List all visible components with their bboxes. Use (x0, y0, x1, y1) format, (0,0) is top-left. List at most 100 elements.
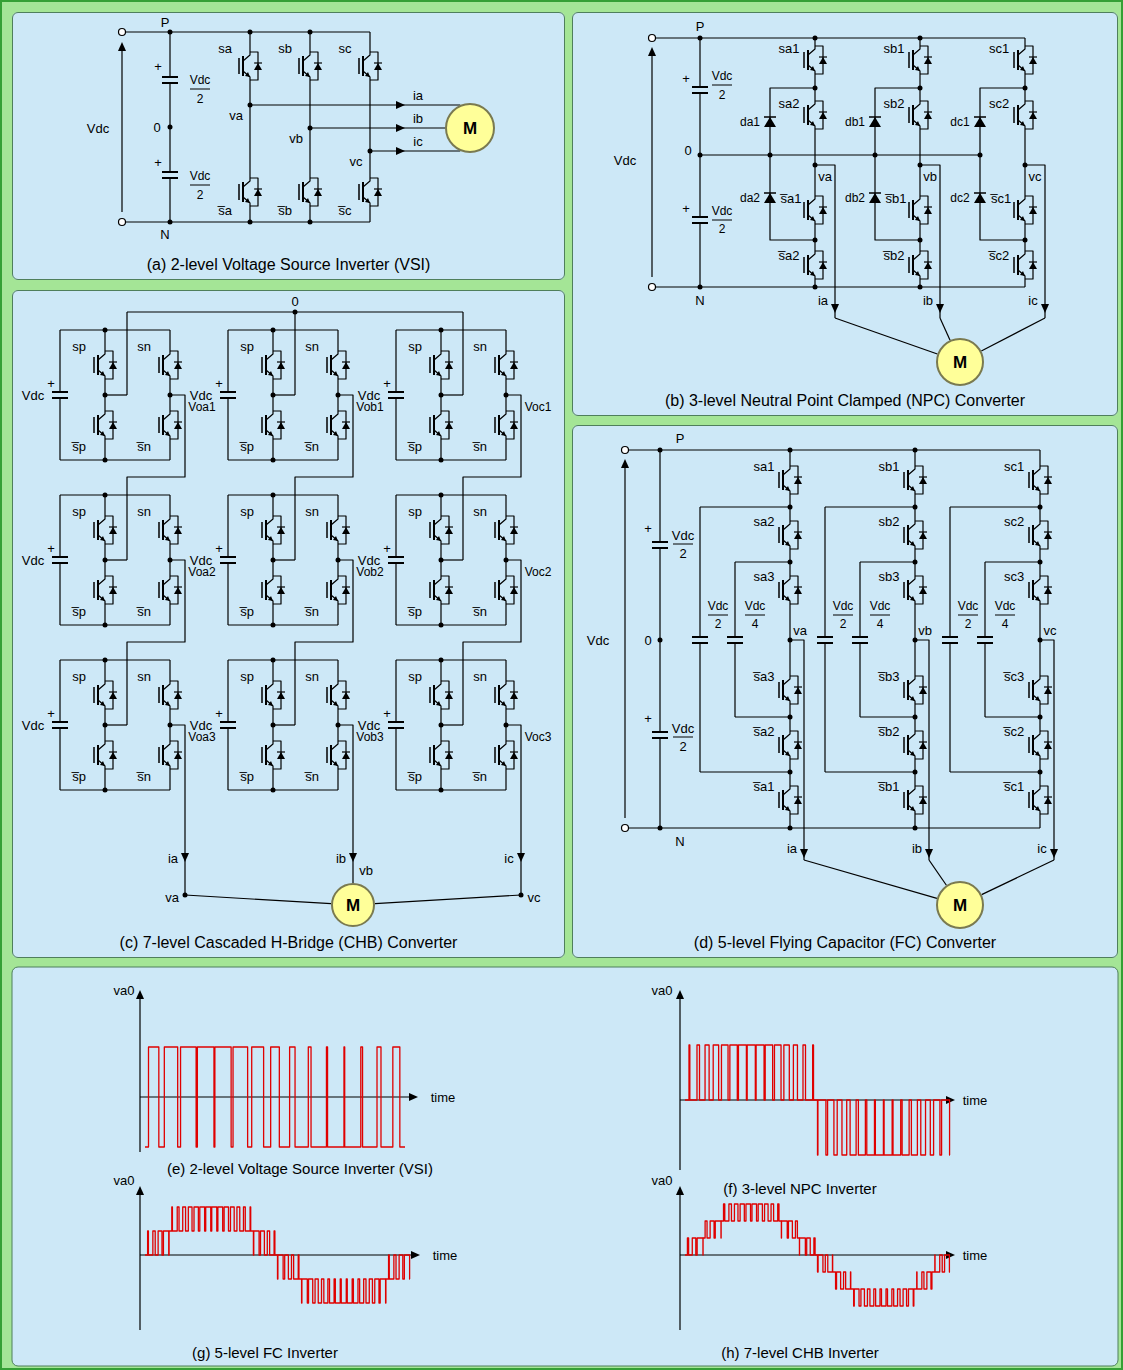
wire (104, 330, 105, 351)
switch-label: sc2 (1004, 515, 1024, 528)
igbt-symbol (98, 411, 105, 420)
circuit-label: ib (912, 842, 922, 855)
junction-dot (308, 30, 313, 35)
igbt-symbol (98, 595, 105, 604)
wire (985, 716, 1040, 717)
switch-label: sa1 (754, 460, 775, 473)
converter-panel: (c) 7-level Cascaded H-Bridge (CHB) Conv… (12, 290, 565, 958)
motor-label: M (463, 120, 477, 137)
igbt-symbol (93, 747, 95, 763)
igbt-symbol (908, 731, 915, 740)
igbt-symbol (1033, 466, 1040, 475)
igbt-symbol (1017, 50, 1019, 70)
diode-symbol (510, 752, 518, 759)
wire (227, 495, 228, 557)
circuit-label: 0 (153, 121, 160, 134)
capacitor-symbol (692, 636, 708, 638)
igbt-symbol (245, 198, 250, 203)
igbt-symbol (261, 747, 263, 763)
wire (659, 450, 660, 542)
igbt-symbol (915, 121, 920, 126)
circuit-label: ia (818, 294, 828, 307)
junction-dot (168, 125, 173, 130)
igbt-symbol (783, 805, 790, 814)
circuit-label: 2 (715, 618, 722, 630)
igbt-symbol (261, 357, 263, 373)
axis (139, 998, 140, 1152)
igbt-symbol (434, 741, 441, 750)
igbt-symbol (163, 370, 170, 379)
wire (700, 771, 790, 772)
wire (629, 449, 1041, 450)
igbt-symbol (1033, 676, 1040, 685)
wire (984, 643, 985, 717)
wire (396, 659, 506, 660)
diode-symbol (1044, 686, 1052, 687)
circuit-label: + (154, 60, 162, 73)
diode-symbol (924, 57, 932, 64)
switch-label: sn (305, 505, 319, 518)
igbt-symbol (266, 430, 273, 439)
switch-label: s̅a (218, 204, 232, 217)
diode-symbol (342, 421, 350, 422)
diode-symbol (342, 361, 350, 362)
igbt-symbol (333, 536, 338, 541)
junction-dot (271, 458, 276, 463)
diode-symbol (342, 527, 350, 534)
igbt-symbol (501, 761, 506, 766)
wire (395, 330, 396, 392)
diode-symbol (924, 206, 932, 207)
igbt-symbol (1035, 751, 1040, 756)
igbt-symbol (499, 370, 506, 379)
wire (294, 312, 295, 395)
junction-dot (813, 36, 818, 41)
igbt-symbol (434, 595, 441, 604)
igbt-symbol (807, 255, 809, 275)
junction-dot (439, 458, 444, 463)
arrow-head (396, 101, 405, 109)
igbt-symbol (907, 790, 909, 810)
igbt-symbol (298, 58, 300, 74)
terminal (119, 219, 126, 226)
axis (139, 1194, 140, 1330)
igbt-symbol (265, 355, 267, 375)
wire (169, 32, 170, 77)
igbt-symbol (908, 521, 915, 530)
diode-symbol (1044, 687, 1052, 694)
igbt-symbol (783, 485, 790, 494)
diode-symbol (510, 362, 518, 369)
junction-dot (788, 448, 793, 453)
igbt-symbol (363, 178, 370, 187)
diode-symbol (109, 751, 117, 752)
junction-dot (698, 36, 703, 41)
wire (396, 329, 506, 330)
igbt-symbol (903, 682, 905, 698)
wire (920, 165, 940, 318)
wire (440, 660, 441, 681)
junction-dot (918, 86, 923, 91)
igbt-symbol (494, 357, 496, 373)
switch-label: sc1 (989, 42, 1009, 55)
junction-dot (308, 220, 313, 225)
igbt-symbol (783, 731, 790, 740)
capacitor-symbol (692, 216, 708, 218)
igbt-symbol (913, 65, 920, 74)
igbt-symbol (807, 105, 809, 125)
igbt-symbol (429, 417, 431, 433)
circuit-label: va (165, 891, 179, 904)
igbt-symbol (1033, 786, 1040, 795)
igbt-symbol (1017, 255, 1019, 275)
wire (859, 643, 860, 717)
diode-symbol (342, 752, 350, 759)
fraction-bar (190, 185, 210, 186)
wire (227, 660, 228, 722)
igbt-symbol (778, 792, 780, 808)
fraction-bar (673, 544, 693, 545)
wire (949, 643, 950, 772)
diode-symbol (109, 526, 117, 527)
junction-dot (439, 623, 444, 628)
diode-symbol (342, 526, 350, 527)
igbt-symbol (331, 595, 338, 604)
igbt-symbol (913, 101, 920, 110)
igbt-symbol (782, 735, 784, 755)
